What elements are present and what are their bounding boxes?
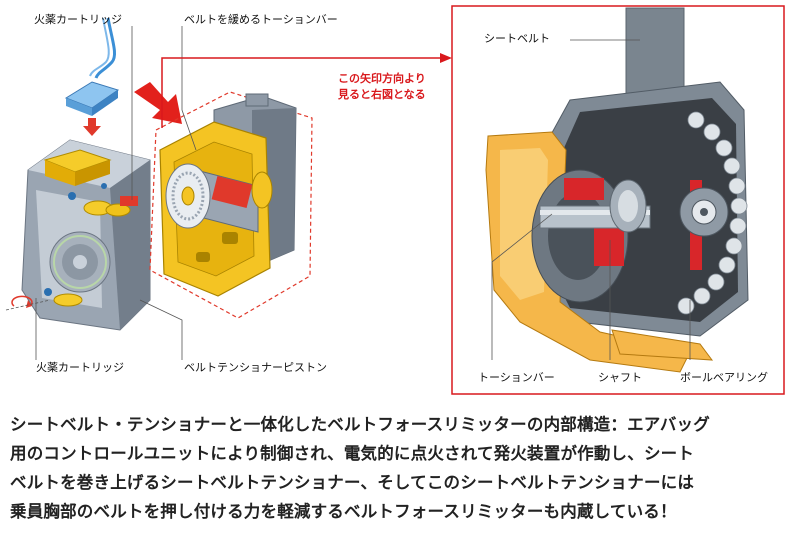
caption-line-1: シートベルト・テンショナーと一体化したベルトフォースリミッターの内部構造：エアバ… — [10, 415, 710, 434]
yellow-cylinder-2 — [105, 203, 131, 217]
cross-section — [485, 7, 749, 373]
left-leader-lines — [35, 26, 197, 360]
ratchet-hub — [181, 186, 195, 206]
leader-torsion-bar-loosen — [181, 26, 197, 151]
spool-red-band — [211, 176, 253, 208]
exploded-housing-tab — [245, 93, 269, 107]
ball — [715, 139, 733, 157]
frame-hole-1 — [222, 232, 238, 244]
yellow-piston-lower — [53, 293, 83, 307]
big-red-arrow — [134, 82, 182, 124]
ratchet-teeth — [171, 171, 205, 221]
caption-line-2: 用のコントロールユニットにより制御され、電気的に点火されて発火装置が作動し、シー… — [10, 444, 695, 463]
yellow-top-block-side — [45, 160, 75, 186]
rotation-arc-head — [26, 300, 32, 308]
piston-red-accent — [120, 196, 138, 206]
label-cartridge-bottom: 火薬カートリッジ — [36, 361, 124, 374]
right-leader-lines — [491, 39, 691, 360]
ball-bearing-ring — [677, 111, 748, 315]
torsion-head-inner — [618, 190, 638, 222]
label-seat-belt: シートベルト — [484, 32, 550, 45]
ball — [693, 287, 711, 305]
label-tensioner-piston: ベルトテンショナーピストン — [184, 361, 327, 374]
rotation-arc — [11, 295, 33, 307]
caption-line-3: ベルトを巻き上げるシートベルトテンショナー、そしてこのシートベルトテンショナーに… — [10, 473, 695, 492]
ball — [718, 256, 736, 274]
housing-spool-hub — [73, 255, 87, 269]
cartridge-wire — [94, 17, 116, 79]
left-assembly — [5, 17, 182, 331]
exploded-gear — [251, 171, 273, 209]
connector-arrowhead — [440, 53, 452, 63]
axis-dash — [5, 299, 51, 311]
orange-bottom-plate — [611, 329, 714, 361]
label-shaft: シャフト — [598, 371, 642, 384]
ball — [687, 111, 705, 129]
caption-line-4: 乗員胸部のベルトを押し付ける力を軽減するベルトフォースリミッターも内蔵している！ — [10, 502, 677, 521]
ball — [707, 273, 725, 291]
ball — [703, 123, 721, 141]
cartridge-connector-side — [66, 98, 92, 116]
cartridge-connector-front — [92, 90, 118, 116]
ball — [723, 157, 741, 175]
hub-gear-center — [700, 208, 708, 216]
cartridge-wire-2 — [89, 17, 110, 77]
exploded-assembly — [159, 93, 297, 297]
small-down-arrow — [83, 118, 101, 136]
connector-line — [161, 57, 440, 128]
label-arrow-note-1: この矢印方向より — [338, 72, 426, 85]
red-part-top — [564, 178, 604, 200]
label-torsion-bar-loosen: ベルトを緩めるトーションバー — [184, 13, 338, 26]
blue-bolt-2 — [101, 183, 107, 189]
leader-tensioner-piston — [139, 299, 183, 360]
yellow-top-block-front — [75, 160, 110, 186]
blue-bolt-1 — [68, 192, 76, 200]
ball — [730, 197, 748, 215]
housing-ring — [53, 235, 107, 289]
frame-hole-2 — [196, 252, 210, 262]
label-arrow-note-2: 見ると右図となる — [338, 88, 426, 101]
label-ball-bearing: ボールベアリング — [680, 371, 768, 384]
ball — [677, 297, 695, 315]
label-torsion-bar: トーションバー — [478, 371, 555, 384]
ball — [725, 237, 743, 255]
diagram-svg — [5, 5, 785, 395]
leader-torsion-bar — [491, 213, 553, 360]
ball — [728, 177, 746, 195]
blue-bolt-3 — [44, 288, 52, 296]
ball — [729, 217, 747, 235]
shaft-highlight — [540, 210, 650, 215]
caption: シートベルト・テンショナーと一体化したベルトフォースリミッターの内部構造：エアバ… — [10, 410, 785, 526]
label-cartridge-top: 火薬カートリッジ — [34, 13, 122, 26]
